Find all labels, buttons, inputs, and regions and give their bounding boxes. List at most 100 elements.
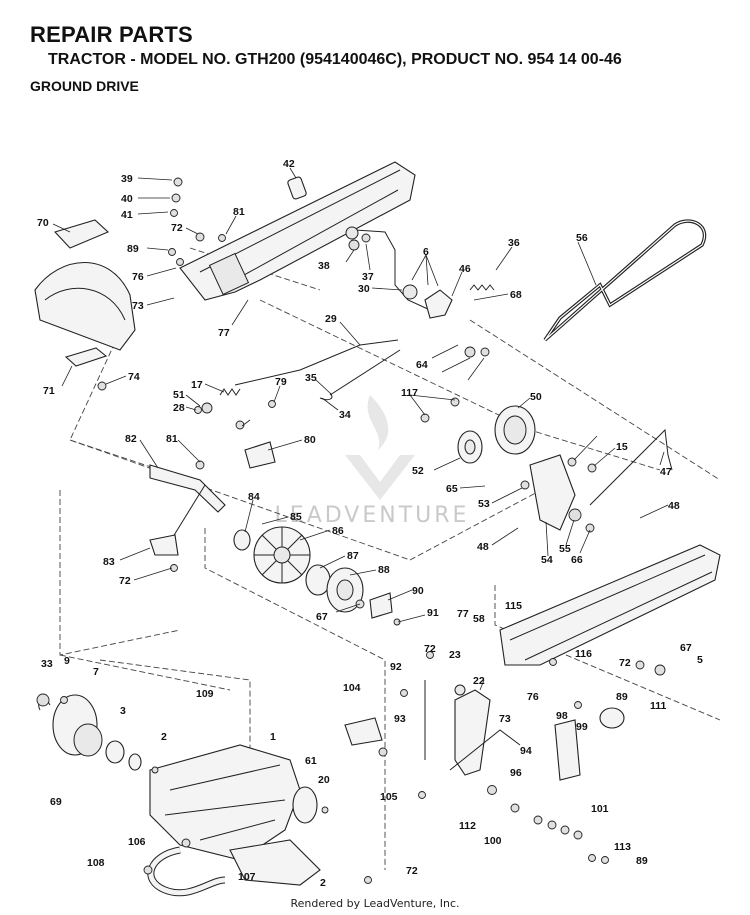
callout: 55 [559, 543, 571, 555]
callout: 101 [591, 803, 609, 815]
callout: 38 [318, 260, 330, 272]
wheel-hub [38, 694, 142, 771]
callout: 37 [362, 271, 374, 283]
pedal-bracket [554, 719, 581, 781]
callout: 81 [233, 206, 245, 218]
idler-pulleys [457, 405, 536, 464]
callout: 84 [248, 491, 260, 503]
callout: 9 [64, 655, 70, 667]
callout: 56 [576, 232, 588, 244]
callout: 53 [478, 498, 490, 510]
callout-labels: 39 40 41 42 70 72 81 89 76 73 77 38 37 3… [37, 158, 703, 889]
callout: 15 [616, 441, 628, 453]
section-heading: GROUND DRIVE [30, 78, 139, 94]
washer-plate [369, 592, 393, 619]
callout: 7 [93, 666, 99, 678]
callout: 22 [473, 675, 485, 687]
callout: 6 [423, 246, 429, 258]
fasteners [36, 177, 666, 884]
callout: 23 [449, 649, 461, 661]
extension-spring [469, 284, 495, 291]
callout: 48 [477, 541, 489, 553]
callout: 74 [128, 371, 140, 383]
callout: 40 [121, 193, 133, 205]
callout: 2 [161, 731, 167, 743]
callout: 82 [125, 433, 137, 445]
callout: 72 [619, 657, 631, 669]
callout: 71 [43, 385, 55, 397]
callout: 93 [394, 713, 406, 725]
callout: 68 [510, 289, 522, 301]
callout: 2 [320, 877, 326, 889]
callout: 98 [556, 710, 568, 722]
link-rod [329, 349, 401, 396]
callout: 99 [576, 721, 588, 733]
callout: 72 [406, 865, 418, 877]
callout: 51 [173, 389, 185, 401]
callout: 85 [290, 511, 302, 523]
callout: 64 [416, 359, 428, 371]
callout: 34 [339, 409, 351, 421]
mount-bracket [344, 717, 383, 746]
axle-pulley [292, 786, 318, 824]
callout: 112 [459, 820, 476, 832]
callout: 111 [650, 700, 667, 712]
transaxle [149, 744, 321, 886]
callout: 107 [238, 871, 256, 883]
collar [599, 707, 625, 729]
callout: 89 [636, 855, 648, 867]
callout: 50 [530, 391, 542, 403]
callout: 28 [173, 402, 185, 414]
callout: 3 [120, 705, 126, 717]
callout: 36 [508, 237, 520, 249]
callout: 109 [196, 688, 214, 700]
callout: 73 [499, 713, 511, 725]
callout: 88 [378, 564, 390, 576]
page-title: REPAIR PARTS [30, 22, 193, 47]
shift-lever-assembly [345, 226, 453, 319]
callout: 90 [412, 585, 424, 597]
callout: 39 [121, 173, 133, 185]
callout: 54 [541, 554, 553, 566]
callout: 91 [427, 607, 439, 619]
callout: 30 [358, 283, 370, 295]
lever-bracket [149, 534, 179, 556]
callout: 80 [304, 434, 316, 446]
callout: 17 [191, 379, 203, 391]
callout: 29 [325, 313, 337, 325]
watermark-text: LEADVENTURE [275, 503, 470, 528]
callout: 70 [37, 217, 49, 229]
callout: 66 [571, 554, 583, 566]
idler-bracket [529, 454, 576, 531]
transmission-pulley [305, 564, 331, 596]
callout: 47 [660, 466, 672, 478]
callout: 5 [697, 654, 703, 666]
bracket-plate [64, 347, 108, 367]
callout: 48 [668, 500, 680, 512]
brake-pedal [454, 689, 491, 776]
pedal-pad [53, 219, 110, 249]
callout: 100 [484, 835, 502, 847]
callout: 79 [275, 376, 287, 388]
callout: 77 [457, 608, 469, 620]
callout: 67 [680, 642, 692, 654]
callout: 41 [121, 209, 133, 221]
callout: 89 [616, 691, 628, 703]
callout: 89 [127, 243, 139, 255]
callout: 67 [316, 611, 328, 623]
callout: 87 [347, 550, 359, 562]
callout: 117 [401, 387, 418, 399]
callout: 96 [510, 767, 522, 779]
callout: 35 [305, 372, 317, 384]
leader-lines [52, 167, 669, 691]
callout: 73 [132, 300, 144, 312]
callout: 77 [218, 327, 230, 339]
callout: 94 [520, 745, 532, 757]
callout: 20 [318, 774, 330, 786]
callout: 86 [332, 525, 344, 537]
callout: 92 [390, 661, 402, 673]
spacer-tube [287, 176, 307, 200]
hub-spacer [233, 529, 251, 551]
model-subtitle: TRACTOR - MODEL NO. GTH200 (954140046C),… [48, 51, 622, 68]
callout: 108 [87, 857, 105, 869]
